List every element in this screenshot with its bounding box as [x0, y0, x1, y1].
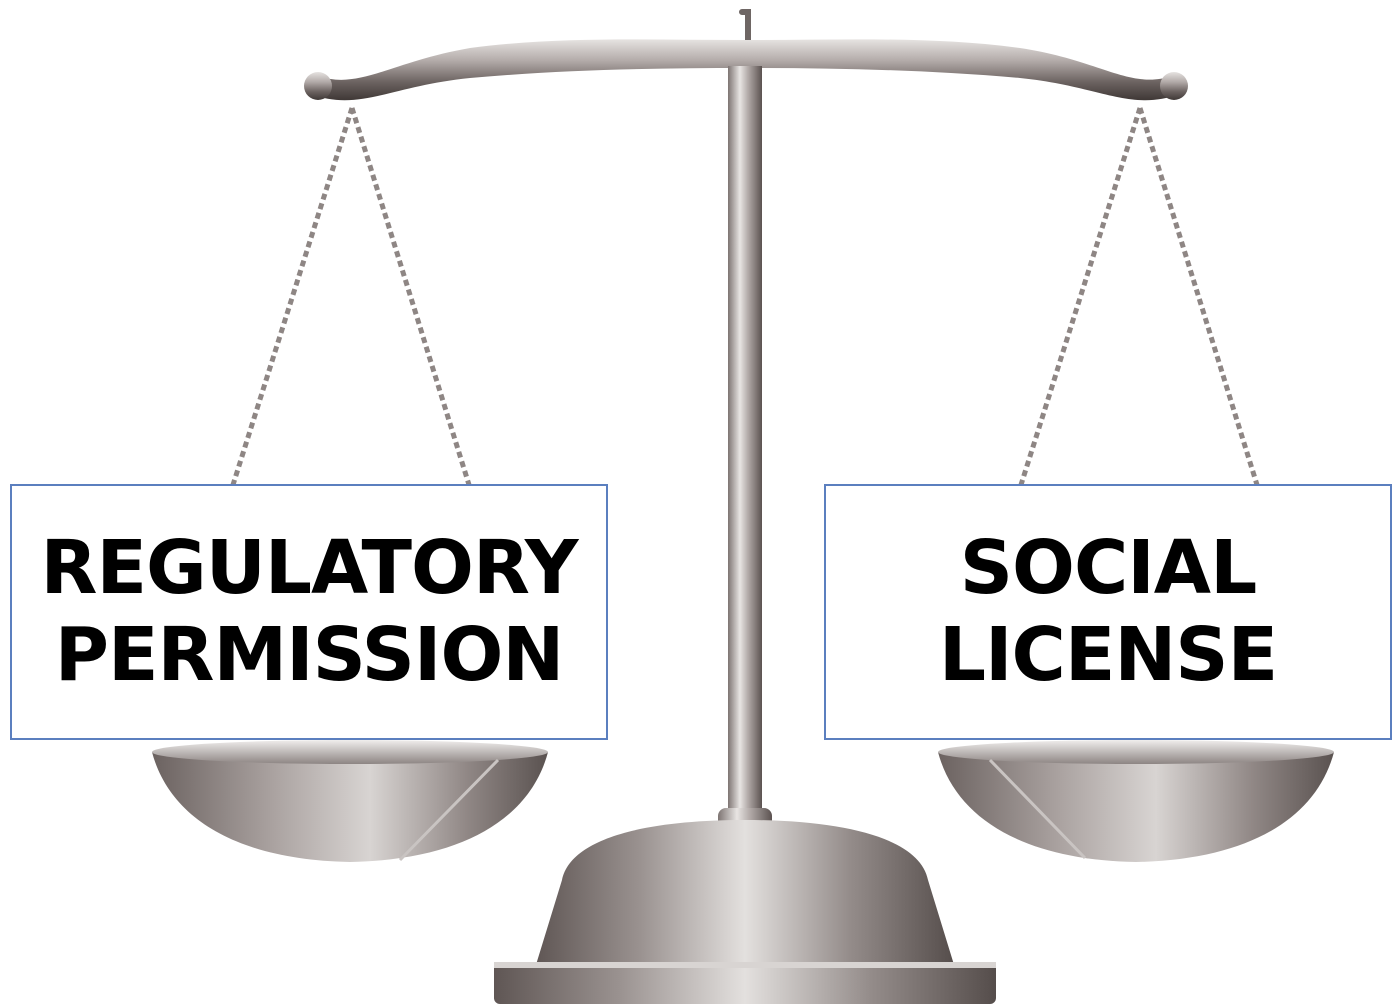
beam-end-right: [1160, 72, 1188, 100]
scale-base-plate: [494, 962, 996, 1004]
left-pan: [152, 740, 548, 862]
right-pan: [938, 740, 1334, 862]
left-label-line1: REGULATORY: [40, 524, 579, 611]
left-chains: [229, 107, 473, 489]
social-license-label: SOCIAL LICENSE: [824, 484, 1392, 740]
scale-beam: [310, 39, 1180, 101]
beam-end-left: [304, 72, 332, 100]
right-chains: [1017, 107, 1261, 489]
right-label-line2: LICENSE: [938, 612, 1278, 698]
scale-pole: [728, 66, 762, 826]
scale-base-dome: [535, 820, 955, 968]
left-label-line2: PERMISSION: [54, 612, 565, 698]
regulatory-permission-label: REGULATORY PERMISSION: [10, 484, 608, 740]
right-label-line1: SOCIAL: [959, 524, 1257, 611]
